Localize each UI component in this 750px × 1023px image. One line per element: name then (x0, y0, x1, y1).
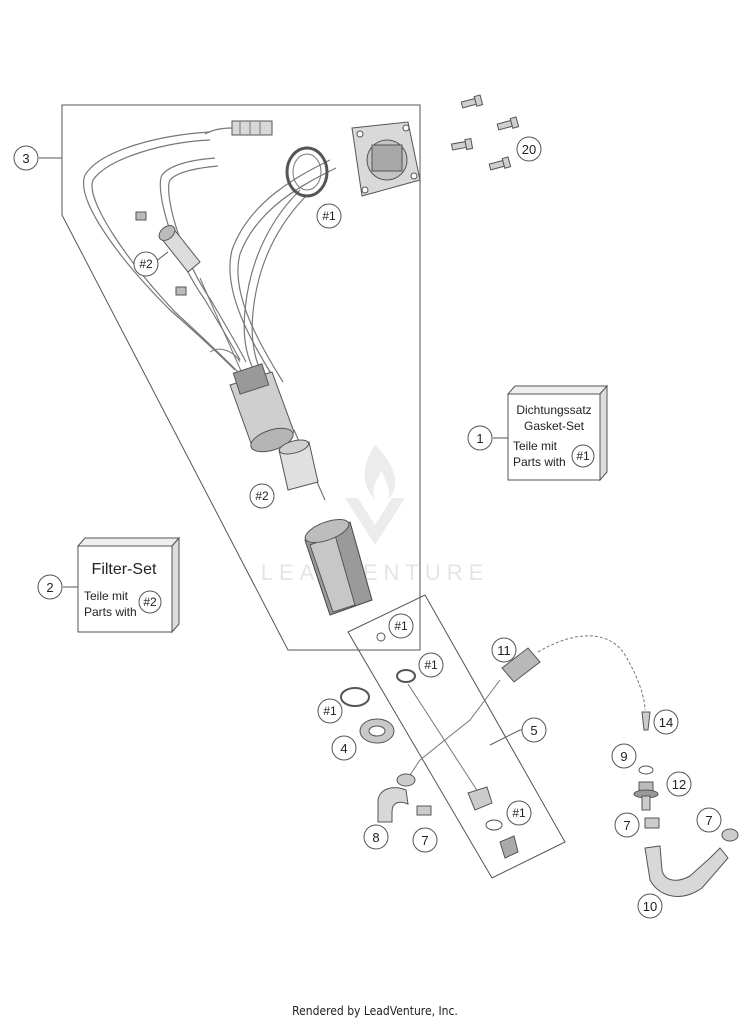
callout-14: 14 (653, 709, 679, 735)
callout-5: 5 (521, 717, 547, 743)
callout-4: 4 (331, 735, 357, 761)
fitting-gasket-and-nut (340, 687, 395, 744)
ref-lower-1d: #1 (506, 800, 532, 826)
callout-20: 20 (516, 136, 542, 162)
gasket-box-line2: Parts with (513, 455, 566, 469)
lower-fittings-outline (347, 594, 566, 879)
filter-box-title: Filter-Set (92, 561, 157, 578)
svg-text:11: 11 (497, 643, 511, 658)
svg-text:#1: #1 (512, 806, 526, 820)
watermark-text: LEADVENTURE (261, 560, 490, 585)
svg-text:3: 3 (22, 151, 29, 166)
svg-text:1: 1 (476, 431, 483, 446)
diagram-background (10, 85, 742, 920)
filter-box-line1: Teile mit (84, 589, 129, 603)
svg-text:20: 20 (522, 142, 536, 157)
filter-box-line2: Parts with (84, 605, 137, 619)
svg-text:2: 2 (46, 580, 53, 595)
watermark: LEADVENTURE (261, 445, 490, 585)
svg-text:14: 14 (659, 715, 673, 730)
gasket-box-line1: Teile mit (513, 439, 558, 453)
footer-credit: Rendered by LeadVenture, Inc. (292, 1004, 458, 1018)
svg-text:5: 5 (530, 723, 537, 738)
pump-flange (351, 121, 421, 197)
callout-12: 12 (666, 771, 692, 797)
gasket-set-box: Dichtungssatz Gasket-Set Teile mit Parts… (506, 384, 609, 482)
gasket-box-ref: #1 (576, 449, 590, 463)
pump-assembly-outline (61, 104, 421, 651)
svg-text:#1: #1 (424, 658, 438, 672)
ref-lower-1c: #1 (317, 698, 343, 724)
flange-seal-ring (285, 146, 329, 198)
svg-text:8: 8 (372, 830, 379, 845)
gasket-box-title-de: Dichtungssatz (516, 403, 591, 417)
watermark-v-icon (345, 498, 405, 545)
ref-seal-1: #1 (316, 203, 342, 229)
callout-11: 11 (491, 637, 517, 663)
callout-7-right-a: 7 (614, 812, 640, 838)
hose-assembly-left (377, 773, 432, 823)
callout-1: 1 (467, 425, 493, 451)
svg-text:7: 7 (623, 818, 630, 833)
callout-8: 8 (363, 824, 389, 850)
svg-text:9: 9 (620, 749, 627, 764)
wiring-connector (204, 120, 273, 136)
filter-box-ref: #2 (143, 595, 157, 609)
fuel-filter (135, 211, 246, 381)
hose-assembly-right (633, 711, 739, 897)
ref-lower-1b: #1 (418, 652, 444, 678)
leader-lines (39, 157, 522, 746)
ref-lower-1a: #1 (388, 613, 414, 639)
svg-text:#1: #1 (394, 619, 408, 633)
pump-strainer-housing (304, 518, 373, 616)
svg-text:#2: #2 (255, 489, 269, 503)
callout-9: 9 (611, 743, 637, 769)
svg-text:7: 7 (421, 833, 428, 848)
gasket-box-title-en: Gasket-Set (524, 419, 585, 433)
svg-text:4: 4 (340, 741, 347, 756)
ref-ring-2: #2 (249, 483, 275, 509)
callout-7-left: 7 (412, 827, 438, 853)
screws-part-20 (450, 94, 520, 171)
svg-text:7: 7 (705, 813, 712, 828)
watermark-flame-icon (364, 445, 396, 500)
callout-3: 3 (13, 145, 39, 171)
callout-2: 2 (37, 574, 63, 600)
svg-text:#1: #1 (322, 209, 336, 223)
svg-text:#1: #1 (323, 704, 337, 718)
fuel-line-connector (409, 635, 646, 776)
filter-set-box: Filter-Set Teile mit Parts with #2 (76, 536, 181, 634)
svg-text:12: 12 (672, 777, 686, 792)
fuel-hoses (83, 131, 337, 383)
pump-sleeve-ring (278, 439, 319, 491)
svg-text:10: 10 (643, 899, 657, 914)
svg-text:#2: #2 (139, 257, 153, 271)
ref-filter-2: #2 (133, 251, 159, 277)
callout-10: 10 (637, 893, 663, 919)
lower-small-parts (376, 632, 519, 859)
callout-7-right-b: 7 (696, 807, 722, 833)
